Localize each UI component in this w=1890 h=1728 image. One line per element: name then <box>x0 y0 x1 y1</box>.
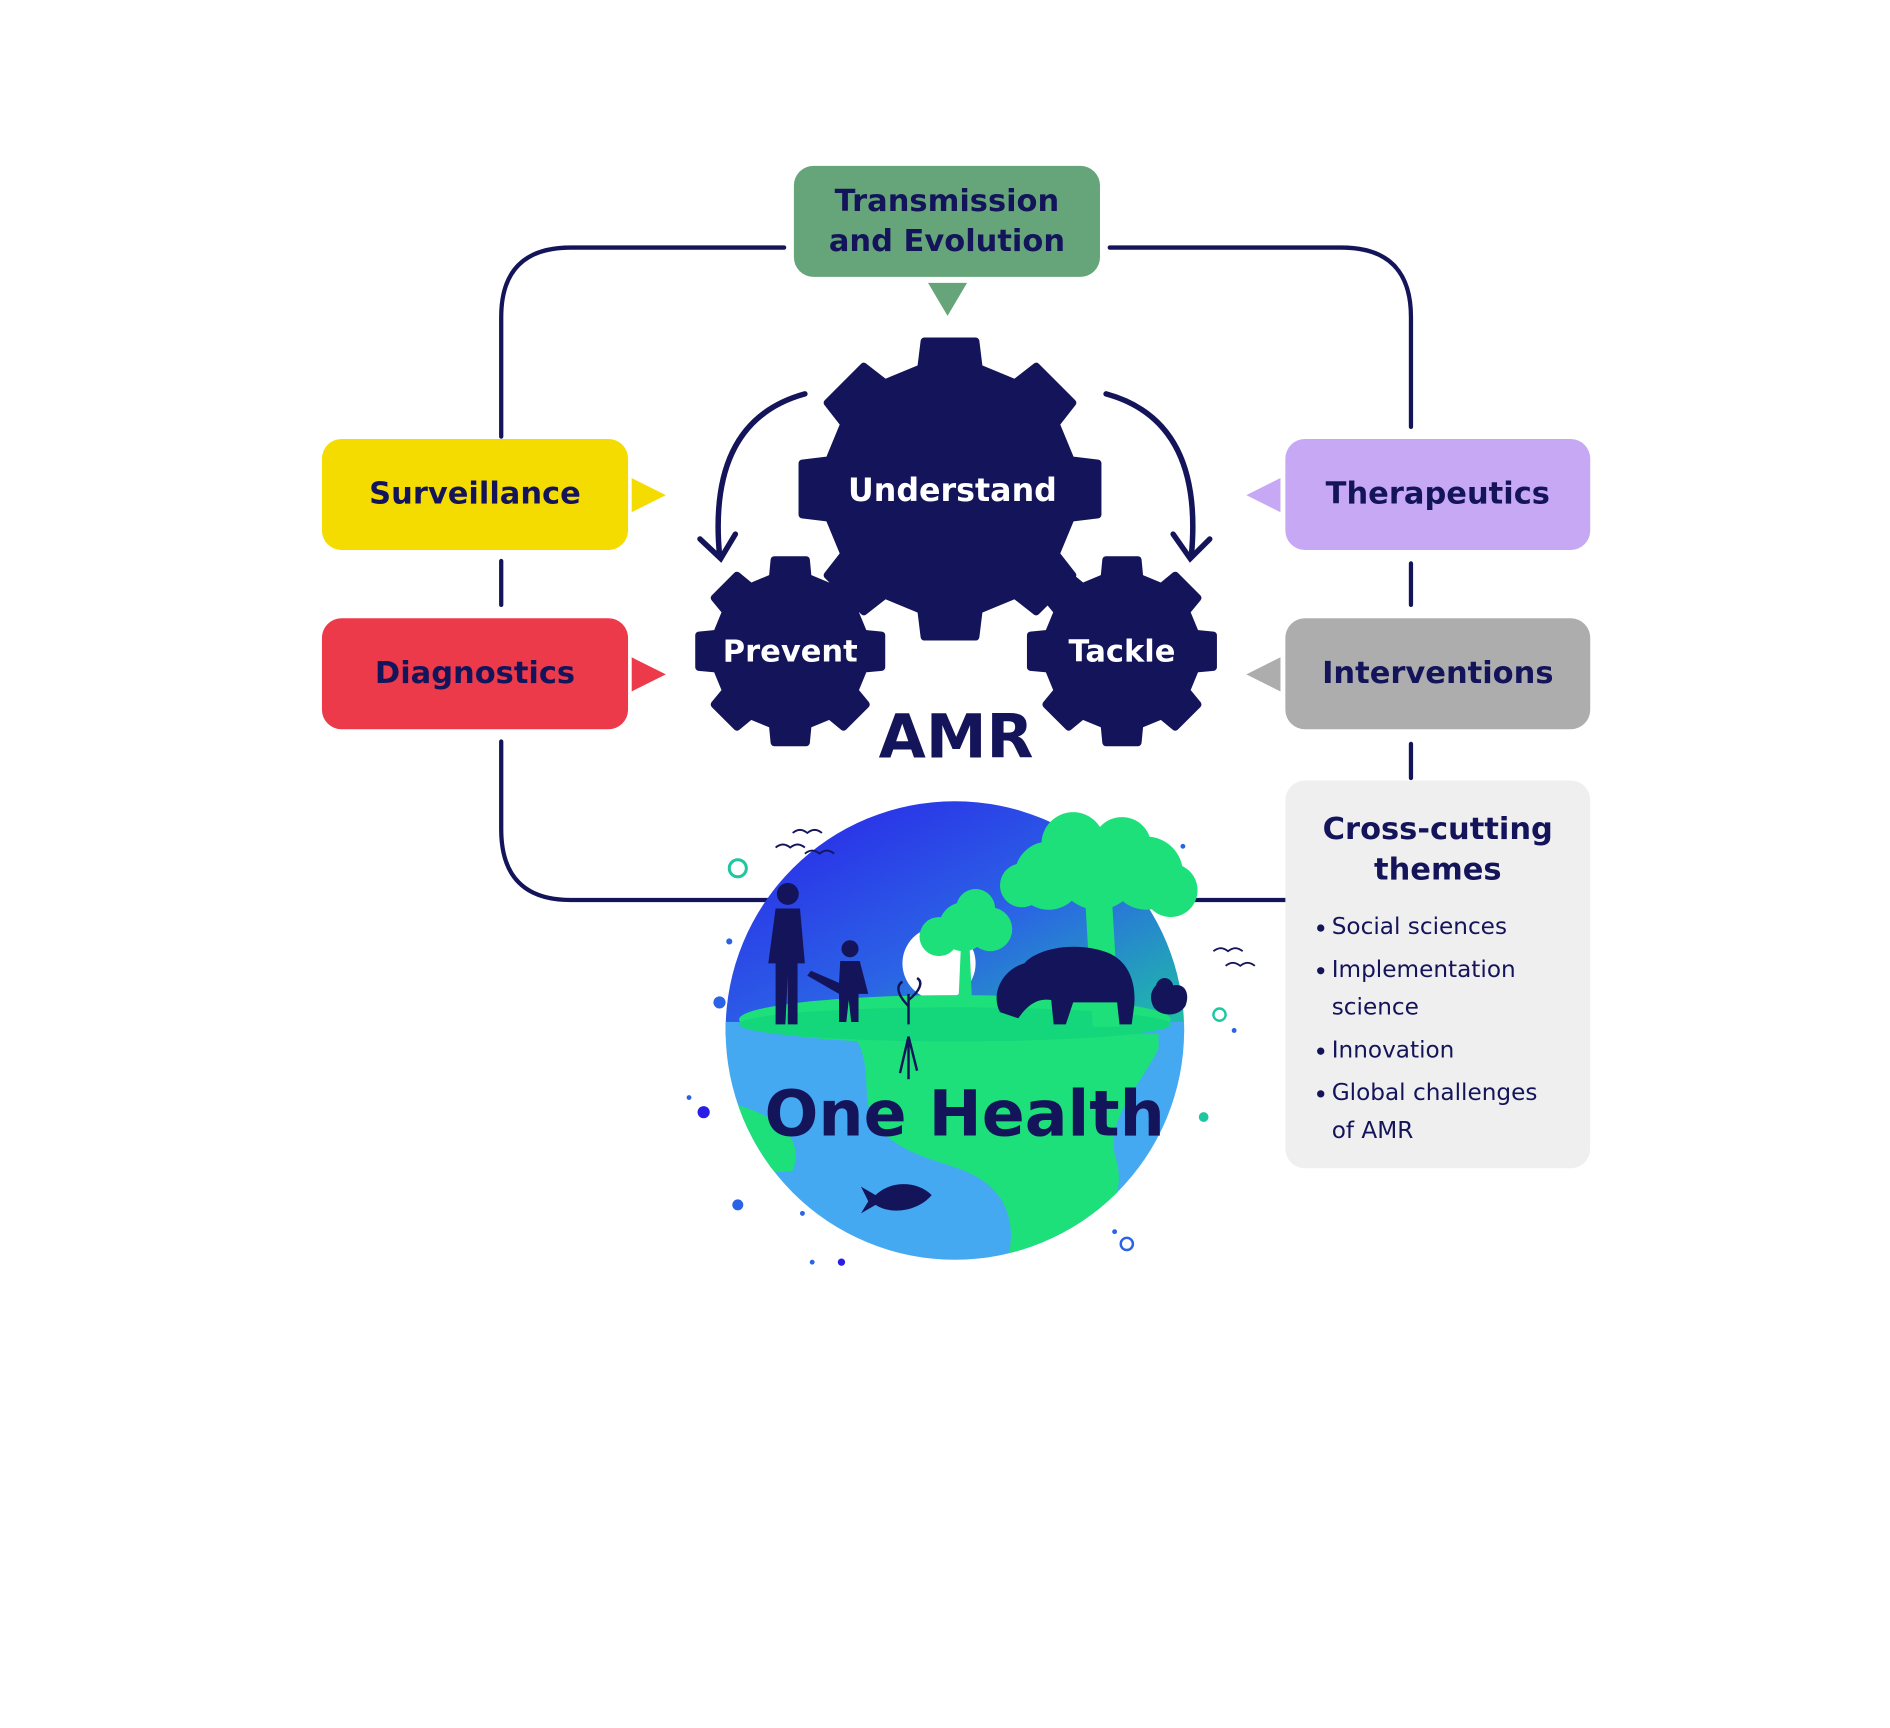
themes-title: Cross-cutting themes <box>1315 810 1569 889</box>
diagnostics-box: Diagnostics <box>321 618 629 730</box>
prevent-gear-label: Prevent <box>722 633 858 669</box>
transmission-label-line2: and Evolution <box>828 222 1066 258</box>
bubbles-decoration <box>686 843 1237 1266</box>
bullet-icon <box>1317 924 1325 932</box>
transmission-label-line1: Transmission <box>834 182 1060 219</box>
understand-gear-label: Understand <box>848 473 1057 510</box>
interventions-box: Interventions <box>1285 618 1591 730</box>
therapeutics-box: Therapeutics <box>1285 439 1591 550</box>
people-icon <box>768 882 869 1025</box>
diagnostics-label: Diagnostics <box>374 655 576 691</box>
transmission-pointer <box>928 282 968 316</box>
theme-item: Innovation <box>1315 1032 1569 1070</box>
cow-icon <box>996 946 1135 1025</box>
tree-icon <box>919 812 1198 1027</box>
tackle-gear-icon <box>1026 556 1217 747</box>
tackle-gear-label: Tackle <box>1068 633 1176 669</box>
theme-item: Social sciences <box>1315 909 1569 947</box>
surveillance-box: Surveillance <box>321 439 629 550</box>
understand-gear-icon <box>798 337 1102 641</box>
birds-icon <box>775 828 1256 968</box>
one-health-globe <box>686 801 1256 1266</box>
theme-text: Global challenges <box>1331 1079 1538 1107</box>
bullet-icon <box>1317 1047 1325 1055</box>
prevent-gear-icon <box>695 556 886 747</box>
diagram-artwork <box>499 245 1414 1266</box>
connector-loop <box>499 245 1414 903</box>
diagnostics-pointer <box>631 657 666 692</box>
surveillance-label: Surveillance <box>369 475 581 512</box>
theme-text: Social sciences <box>1331 913 1508 941</box>
themes-list: Social sciences Implementation science I… <box>1315 909 1569 1150</box>
cycle-arrows <box>697 391 1213 563</box>
interventions-label: Interventions <box>1322 655 1554 691</box>
themes-title-line1: Cross-cutting <box>1322 810 1553 847</box>
theme-item: Implementation science <box>1315 951 1569 1027</box>
therapeutics-pointer <box>1246 478 1281 513</box>
themes-title-line2: themes <box>1374 850 1502 886</box>
amr-title: AMR <box>878 701 1034 772</box>
theme-item: Global challenges of AMR <box>1315 1074 1569 1150</box>
chicken-icon <box>1150 978 1188 1015</box>
interventions-pointer <box>1246 657 1281 692</box>
bullet-icon <box>1317 1090 1325 1098</box>
gears-group <box>695 337 1217 747</box>
cross-cutting-themes-panel: Cross-cutting themes Social sciences Imp… <box>1285 780 1591 1169</box>
therapeutics-label: Therapeutics <box>1325 475 1550 512</box>
sprout-icon <box>897 976 922 1080</box>
theme-text-cont: of AMR <box>1331 1117 1414 1144</box>
fish-icon <box>860 1184 932 1214</box>
transmission-evolution-box: Transmission and Evolution <box>793 165 1100 277</box>
surveillance-pointer <box>631 478 666 513</box>
bullet-icon <box>1317 967 1325 975</box>
theme-text: Innovation <box>1331 1036 1455 1064</box>
theme-text-cont: science <box>1331 993 1419 1021</box>
one-health-title: One Health <box>764 1078 1165 1152</box>
theme-text: Implementation <box>1331 956 1516 983</box>
